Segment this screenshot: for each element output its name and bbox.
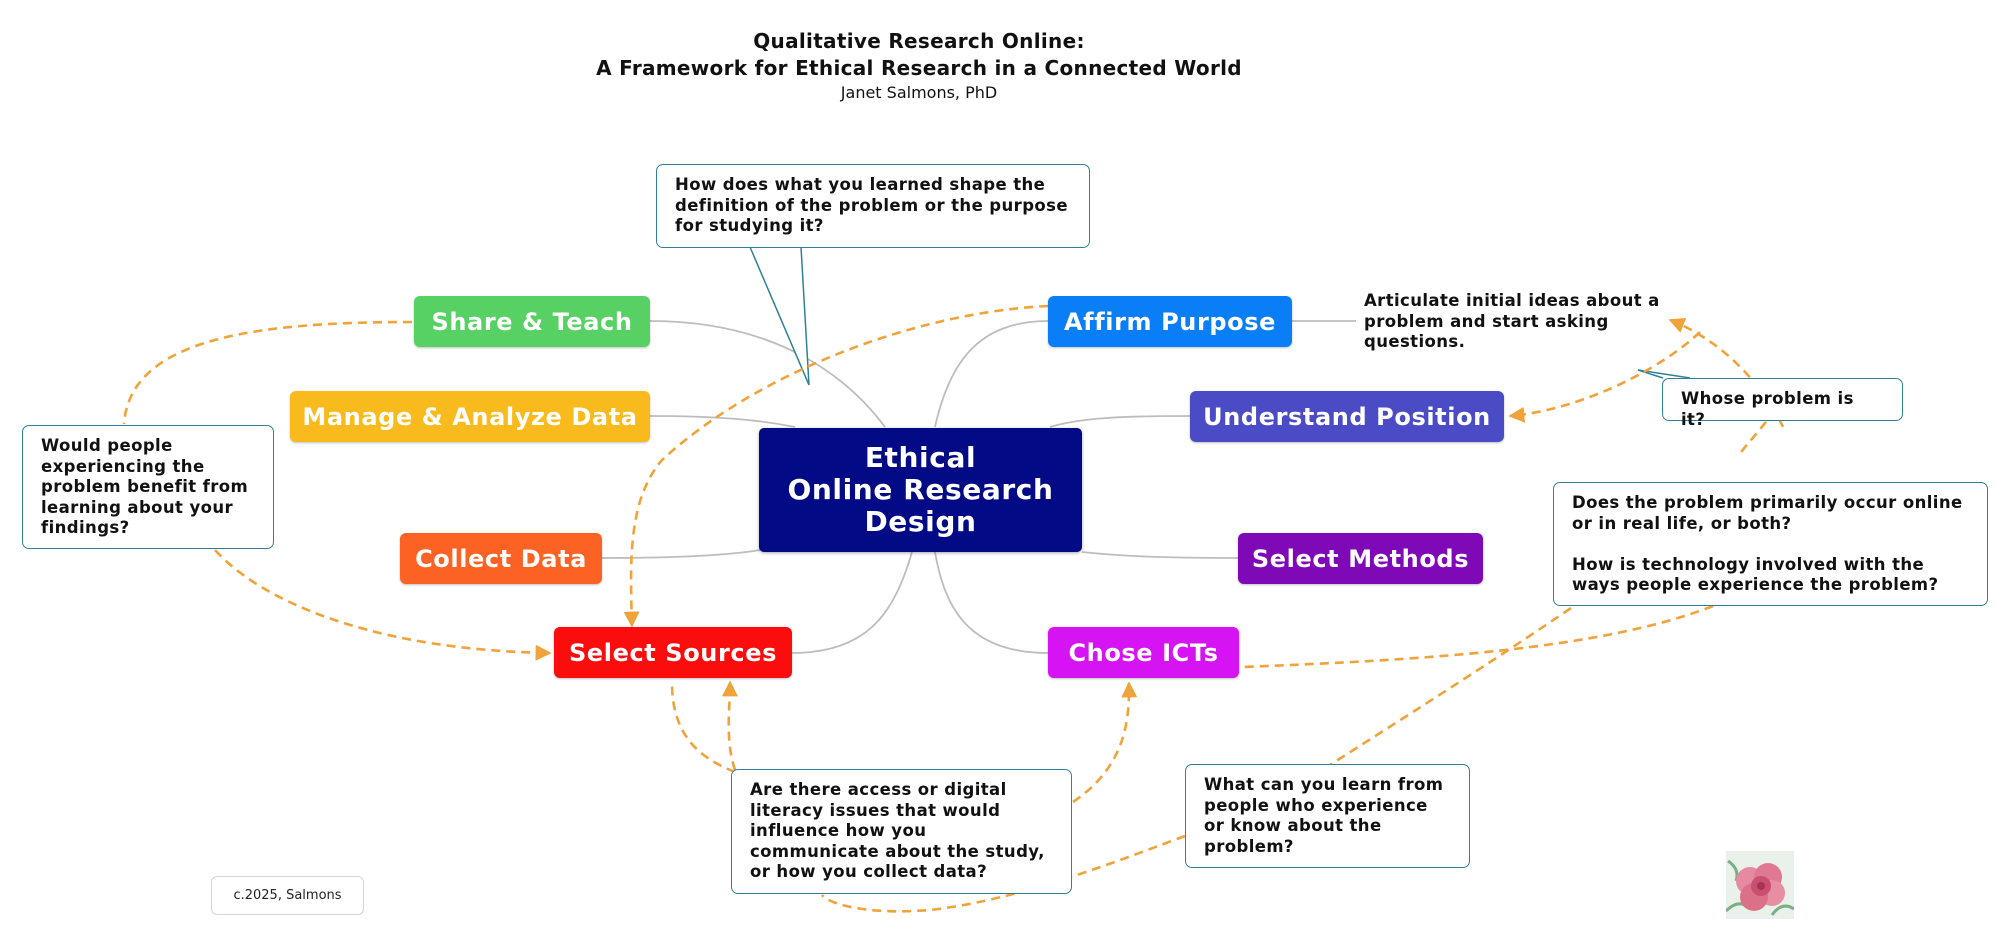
purpose-question-tail	[749, 246, 810, 386]
note-access-question[interactable]: Are there access or digital literacy iss…	[731, 769, 1072, 894]
topic-select-sources[interactable]: Select Sources	[554, 627, 792, 678]
author: Janet Salmons, PhD	[840, 83, 998, 102]
branch-manage-analyze	[649, 415, 796, 428]
arrow-share-to-benefit	[122, 320, 413, 425]
branch-select-methods	[1081, 551, 1239, 559]
note-articulate[interactable]: Articulate initial ideas about a problem…	[1364, 291, 1660, 351]
note-purpose-question[interactable]: How does what you learned shape the defi…	[656, 164, 1090, 248]
branch-collect-data	[601, 549, 761, 559]
note-whose-problem[interactable]: Whose problem is it?	[1662, 378, 1903, 429]
center-topic[interactable]: Ethical Online Research Design	[759, 428, 1082, 552]
note-benefit-question[interactable]: Would people experiencing the problem be…	[22, 425, 274, 549]
title-line-1: Qualitative Research Online:	[753, 29, 1085, 53]
topic-affirm-purpose[interactable]: Affirm Purpose	[1048, 296, 1292, 347]
branch-share-teach	[649, 320, 886, 428]
arrow-access-to-icts	[1072, 681, 1138, 804]
branch-understand-position	[1049, 415, 1191, 428]
whose-problem-tail	[1637, 369, 1691, 379]
arrow-online-to-icts	[1241, 604, 1714, 669]
arrow-access-to-sources	[670, 682, 736, 774]
arrow-benefit-to-sources	[214, 549, 552, 661]
topic-manage-analyze-data[interactable]: Manage & Analyze Data	[290, 391, 650, 442]
title-line-2: A Framework for Ethical Research in a Co…	[596, 56, 1242, 80]
branch-select-sources	[791, 551, 913, 654]
note-online-question[interactable]: Does the problem primarily occur online …	[1553, 482, 1988, 606]
arrow-access-up-sources	[721, 680, 738, 771]
topic-share-teach[interactable]: Share & Teach	[414, 296, 650, 347]
arrow-whose-to-position	[1508, 331, 1701, 423]
topic-chose-icts[interactable]: Chose ICTs	[1048, 627, 1239, 678]
topic-select-methods[interactable]: Select Methods	[1238, 533, 1483, 584]
copyright-label: c.2025, Salmons	[211, 876, 364, 915]
header: Qualitative Research Online: A Framework…	[0, 28, 1838, 104]
topic-collect-data[interactable]: Collect Data	[400, 533, 602, 584]
topic-understand-position[interactable]: Understand Position	[1190, 391, 1504, 442]
arrow-purpose-to-sources	[623, 304, 1049, 628]
note-learn-question[interactable]: What can you learn from people who exper…	[1185, 764, 1470, 868]
branch-chose-icts	[934, 551, 1049, 654]
branch-affirm-purpose	[934, 320, 1049, 428]
arrow-online-to-learn	[1329, 606, 1572, 767]
flower-image	[1726, 851, 1794, 919]
arrow-learn-to-access	[820, 834, 1186, 913]
